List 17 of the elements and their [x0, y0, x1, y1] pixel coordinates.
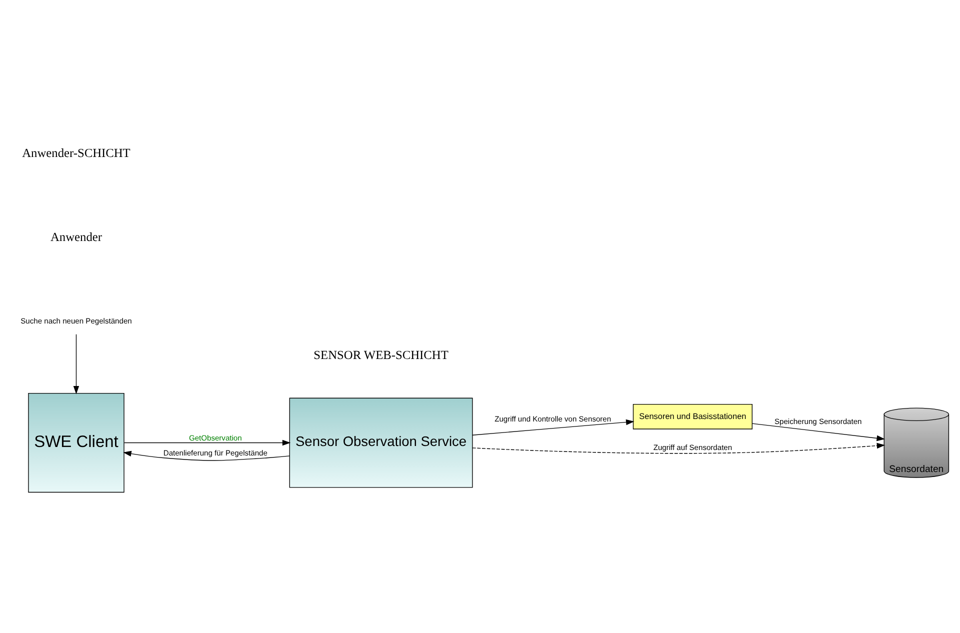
node-box: SWE Client: [28, 392, 124, 492]
node-box: Sensor Observation Service: [289, 397, 473, 488]
arrow: [73, 334, 80, 394]
arrow: [752, 422, 885, 441]
label: Anwender: [50, 229, 102, 244]
label: Anwender-SCHICHT: [22, 146, 130, 160]
label: SENSOR WEB-SCHICHT: [314, 348, 448, 362]
edge-label: Zugriff und Kontrolle von Sensoren: [494, 414, 612, 423]
edge-label: GetObservation: [188, 433, 242, 442]
arrow: [472, 442, 886, 454]
arrow: [472, 418, 634, 435]
edge-label: Datenlieferung für Pegelstände: [163, 448, 268, 458]
edge-label: Speicherung Sensordaten: [774, 416, 862, 426]
arrow: [124, 439, 291, 446]
edge-label: Zugriff auf Sensordaten: [653, 442, 732, 452]
arrow: [123, 450, 290, 460]
node-text: Suche nach neuen Pegelständen: [20, 316, 132, 326]
